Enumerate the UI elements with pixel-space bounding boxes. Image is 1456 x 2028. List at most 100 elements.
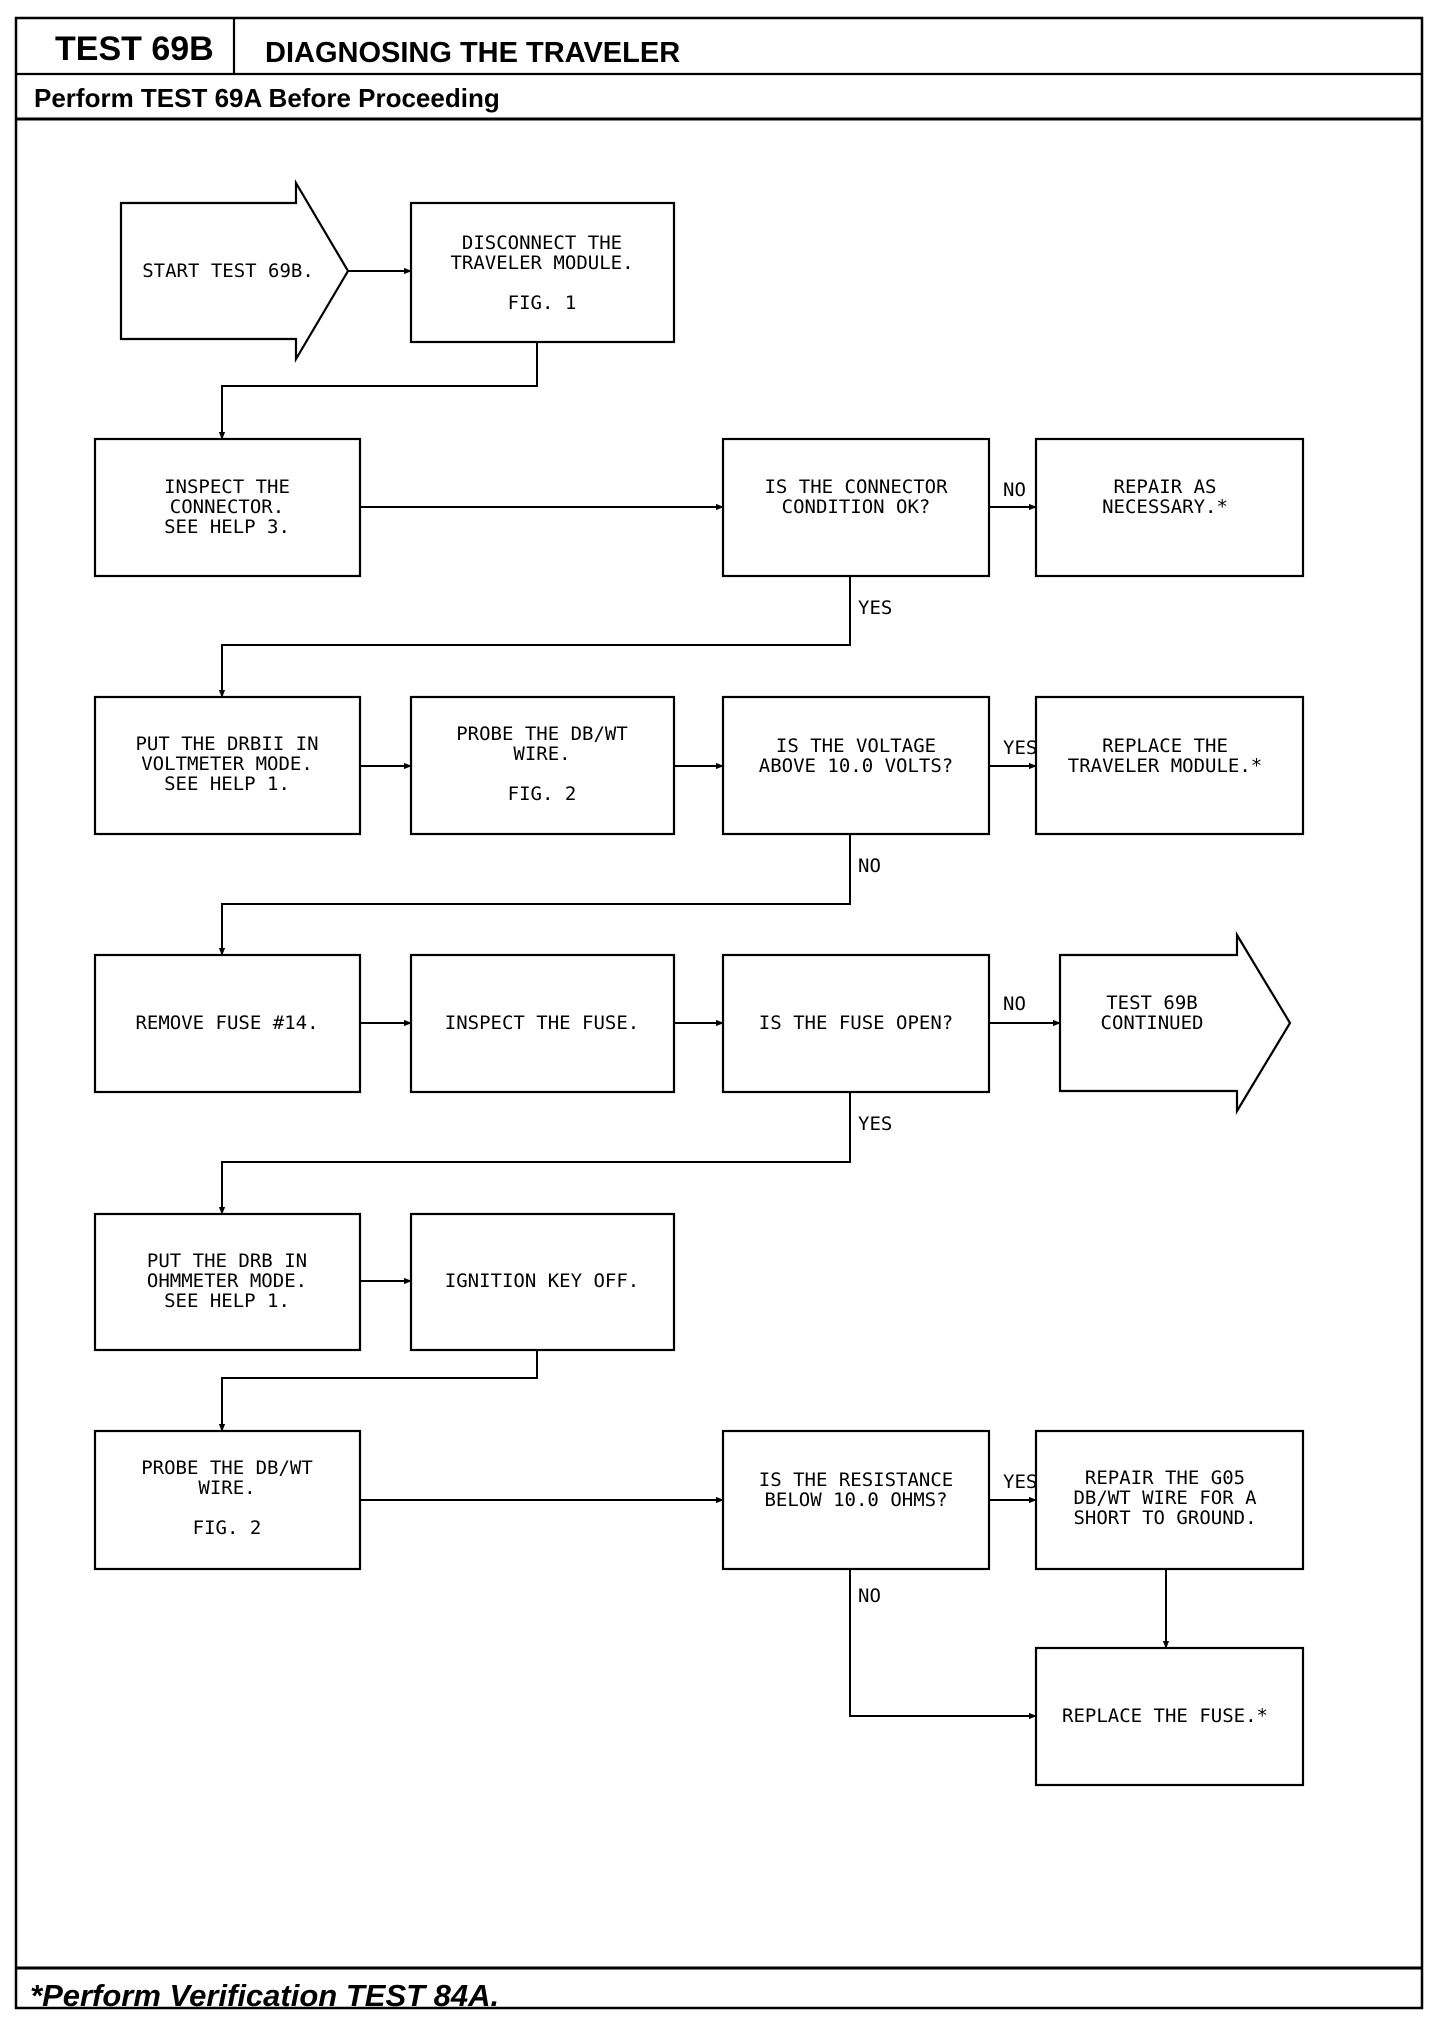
node-remove-fuse: REMOVE FUSE #14. (93, 953, 362, 1094)
node-fuse-open-text: IS THE FUSE OPEN? (759, 1012, 953, 1034)
node-ignition-off: IGNITION KEY OFF. (409, 1212, 676, 1352)
node-text-line: WIRE. (513, 743, 570, 765)
node-text-line: DISCONNECT THE (462, 232, 622, 254)
label-voltage-no: NO (858, 855, 881, 877)
continued-arrow-shape (1058, 931, 1292, 1115)
voltage-above-box (721, 695, 991, 836)
prerequisite-note: Perform TEST 69A Before Proceeding (34, 83, 500, 113)
node-text-line: REPAIR AS (1114, 476, 1217, 498)
edge-connector-yes (218, 576, 851, 698)
page-border (14, 16, 1424, 2010)
node-text-line: NECESSARY.* (1102, 496, 1228, 518)
node-text-line: CONTINUED (1101, 1012, 1204, 1034)
label-fuse-yes: YES (858, 1113, 892, 1135)
remove-fuse-box (93, 953, 362, 1094)
start-arrow-shape (119, 178, 350, 364)
edge-voltage-no (218, 835, 851, 956)
edge-fuse-yes (218, 1092, 851, 1215)
node-text-line: TRAVELER MODULE.* (1068, 755, 1262, 777)
node-text-line: SHORT TO GROUND. (1073, 1507, 1256, 1529)
label-connector-yes: YES (858, 597, 892, 619)
page-title: DIAGNOSING THE TRAVELER (265, 37, 680, 69)
node-text-line: DB/WT WIRE FOR A (1073, 1487, 1257, 1509)
edge-ignition-to-probe (218, 1350, 538, 1432)
node-text-line: SEE HELP 1. (164, 1290, 290, 1312)
node-text-line: FIG. 2 (508, 783, 577, 805)
node-text-line: PROBE THE DB/WT (456, 723, 628, 745)
fuse-open-box (721, 953, 991, 1094)
node-text-line: PUT THE DRBII IN (135, 733, 318, 755)
ignition-off-box (409, 1212, 676, 1352)
resistance-below-box (721, 1429, 991, 1571)
node-text-line: INSPECT THE (164, 476, 290, 498)
node-text-line: PROBE THE DB/WT (141, 1457, 313, 1479)
node-text-line: PUT THE DRB IN (147, 1250, 307, 1272)
connectors (218, 267, 1170, 1720)
node-text-line: REMOVE FUSE #14. (135, 1012, 318, 1034)
node-text-line: IS THE VOLTAGE (776, 735, 936, 757)
label-resistance-yes: YES (1003, 1471, 1037, 1493)
label-voltage-yes: YES (1003, 737, 1037, 759)
label-fuse-no: NO (1003, 993, 1026, 1015)
node-text-line: FIG. 1 (508, 292, 577, 314)
node-ignition-off-text: IGNITION KEY OFF. (445, 1270, 639, 1292)
node-start: START TEST 69B. (119, 178, 350, 364)
edge-resistance-no (849, 1569, 1037, 1720)
node-inspect-fuse: INSPECT THE FUSE. (409, 953, 676, 1094)
inspect-connector-box (93, 437, 362, 578)
node-text-line: START TEST 69B. (142, 260, 314, 282)
repair-g05-box (1034, 1429, 1305, 1571)
connector-ok-box (721, 437, 991, 578)
label-connector-no: NO (1003, 479, 1026, 501)
node-text-line: IS THE FUSE OPEN? (759, 1012, 953, 1034)
probe-dbwt-2-box (93, 1429, 362, 1571)
replace-module-box (1034, 695, 1305, 836)
node-text-line: INSPECT THE FUSE. (445, 1012, 639, 1034)
node-text-line: REPLACE THE FUSE.* (1062, 1705, 1268, 1727)
inspect-fuse-box (409, 953, 676, 1094)
footer-note: *Perform Verification TEST 84A. (30, 1978, 499, 2013)
edge-labels: NO YES YES NO NO YES YES NO (858, 479, 1037, 1607)
node-text-line: IS THE CONNECTOR (764, 476, 948, 498)
node-text-line: WIRE. (198, 1477, 255, 1499)
node-text-line: IGNITION KEY OFF. (445, 1270, 639, 1292)
test-id: TEST 69B (55, 30, 214, 68)
node-text-line: BELOW 10.0 OHMS? (764, 1489, 947, 1511)
node-remove-fuse-text: REMOVE FUSE #14. (135, 1012, 318, 1034)
node-replace-fuse-text: REPLACE THE FUSE.* (1062, 1705, 1268, 1727)
node-fuse-open: IS THE FUSE OPEN? (721, 953, 991, 1094)
probe-dbwt-1-box (409, 695, 676, 836)
node-text-line: SEE HELP 1. (164, 773, 290, 795)
node-text-line: IS THE RESISTANCE (759, 1469, 953, 1491)
node-text-line: CONNECTOR. (170, 496, 284, 518)
repair-necessary-box (1034, 437, 1305, 578)
node-text-line: CONDITION OK? (782, 496, 931, 518)
node-text-line: ABOVE 10.0 VOLTS? (759, 755, 953, 777)
node-replace-fuse: REPLACE THE FUSE.* (1034, 1646, 1305, 1787)
node-start-text: START TEST 69B. (142, 260, 314, 282)
node-text-line: REPLACE THE (1102, 735, 1228, 757)
node-text-line: TEST 69B (1106, 992, 1198, 1014)
